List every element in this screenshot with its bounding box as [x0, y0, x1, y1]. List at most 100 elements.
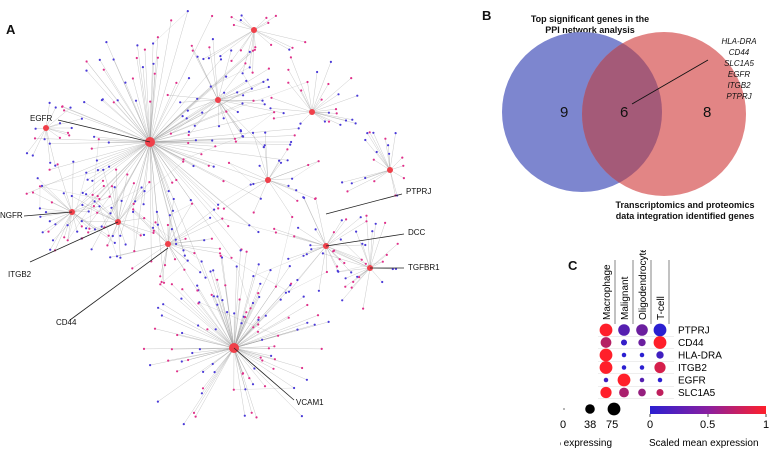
network-node	[38, 185, 42, 188]
network-node	[368, 131, 371, 134]
network-node	[50, 201, 54, 204]
network-node	[93, 200, 96, 203]
network-node	[313, 323, 316, 326]
network-node	[234, 140, 237, 143]
network-node	[289, 143, 292, 146]
network-node	[217, 207, 220, 210]
network-node	[252, 211, 255, 214]
network-node	[87, 231, 90, 234]
network-node	[279, 161, 283, 164]
network-node	[297, 127, 300, 130]
panel-c-label: C	[568, 258, 578, 273]
network-node	[182, 158, 185, 161]
network-node	[153, 72, 156, 75]
network-node	[344, 285, 347, 288]
network-node	[374, 222, 377, 225]
network-node	[174, 238, 177, 241]
network-hub-node	[251, 27, 257, 33]
network-node	[31, 191, 35, 194]
network-node	[372, 131, 375, 134]
network-node	[124, 81, 127, 84]
network-node	[152, 42, 155, 45]
network-node	[257, 292, 260, 295]
network-node	[214, 145, 217, 148]
network-node	[218, 247, 221, 250]
network-node	[49, 161, 52, 164]
network-node	[274, 231, 277, 234]
network-node	[81, 191, 84, 194]
ppi-network-graph	[23, 10, 405, 426]
network-node	[306, 303, 309, 307]
venn-title-ppi: Top significant genes in the PPI network…	[490, 14, 690, 36]
network-node	[257, 323, 260, 326]
network-node	[291, 177, 294, 180]
network-node	[187, 133, 190, 137]
network-node	[101, 179, 105, 182]
network-node	[196, 284, 199, 287]
network-node	[182, 249, 185, 252]
network-node	[54, 106, 57, 109]
dotplot-dot	[619, 387, 629, 398]
network-node	[119, 234, 122, 237]
network-node	[175, 178, 178, 182]
network-hub-node	[265, 177, 271, 183]
size-legend-value: 0	[560, 419, 566, 431]
dotplot-dot	[657, 377, 663, 383]
dotplot-column-label: T-cell	[656, 296, 667, 320]
network-node	[296, 328, 299, 331]
network-node	[273, 358, 276, 361]
network-node	[54, 223, 57, 226]
network-node	[291, 215, 294, 219]
network-node	[152, 229, 155, 232]
network-node	[54, 164, 57, 167]
network-node	[184, 237, 187, 240]
network-node	[288, 265, 291, 268]
network-node	[159, 283, 162, 286]
network-node	[225, 75, 228, 78]
network-node	[293, 386, 296, 390]
dotplot-gene-label: EGFR	[678, 376, 706, 387]
network-node	[375, 150, 378, 154]
network-node	[156, 223, 159, 226]
dotplot-dot	[599, 348, 613, 362]
dotplot-dot	[654, 361, 666, 374]
dotplot-dot	[617, 373, 631, 387]
dotplot-dot	[621, 365, 627, 370]
network-node	[58, 136, 62, 139]
egfr-callout-line	[57, 119, 151, 143]
network-node	[387, 144, 390, 147]
network-node	[90, 248, 93, 251]
network-node	[226, 311, 229, 314]
network-node	[142, 233, 146, 236]
network-node	[110, 206, 113, 209]
network-node	[216, 303, 219, 306]
network-node	[305, 378, 308, 381]
network-node	[290, 282, 293, 285]
network-node	[115, 255, 119, 258]
network-node	[214, 328, 217, 331]
network-node	[248, 377, 251, 380]
network-node	[62, 192, 65, 195]
network-node	[102, 168, 105, 171]
network-node	[316, 70, 319, 74]
ngfr-callout-line	[23, 211, 73, 217]
network-node	[159, 275, 162, 278]
network-node	[149, 364, 152, 367]
network-hub-node	[215, 97, 221, 103]
network-node	[287, 184, 290, 187]
network-node	[40, 184, 44, 187]
network-node	[230, 49, 233, 52]
dotplot-dot	[618, 324, 630, 336]
size-legend-value: 75	[606, 419, 618, 431]
network-node	[278, 159, 281, 162]
network-node	[102, 68, 105, 71]
network-node	[251, 71, 254, 74]
network-node	[329, 60, 332, 64]
network-node	[149, 100, 152, 103]
venn-diagram	[502, 32, 746, 196]
color-legend-label: Scaled mean expression	[649, 438, 759, 449]
network-label-dcc: DCC	[408, 228, 426, 237]
network-node	[366, 132, 369, 135]
network-node	[153, 327, 157, 330]
network-node	[141, 66, 144, 69]
